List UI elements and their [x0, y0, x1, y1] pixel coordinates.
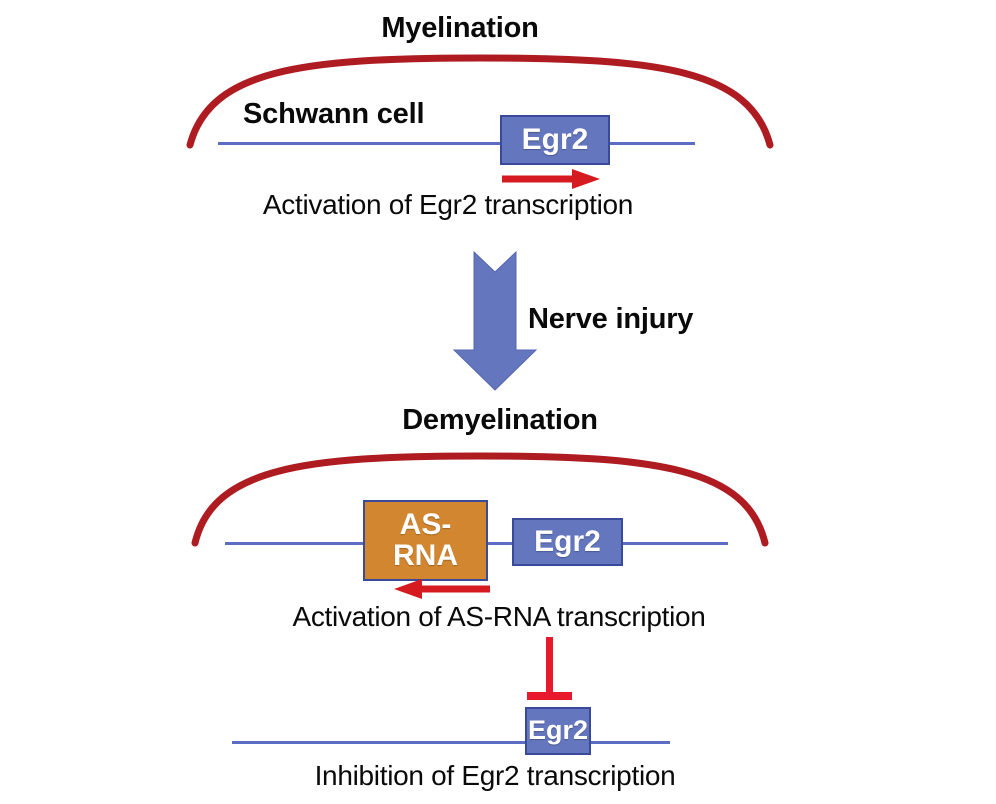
nerve-injury-arrow: [452, 250, 538, 391]
demyelination-caption: Activation of AS-RNA transcription: [292, 601, 706, 632]
demyelination-title: Demyelination: [402, 404, 598, 436]
as-rna-label-line1: AS-: [399, 507, 452, 541]
gene-box-egr2-myelination: Egr2: [500, 115, 610, 165]
inhibition-bar-icon: [527, 692, 572, 700]
myelin-sheath-arc-bottom: [191, 452, 769, 547]
as-rna-label-line2: RNA: [393, 538, 458, 572]
gene-box-egr2-inhibited: Egr2: [525, 707, 591, 755]
dna-backbone-top: [218, 142, 695, 145]
nerve-injury-label: Nerve injury: [528, 303, 694, 335]
myelination-title: Myelination: [381, 12, 539, 44]
gene-box-egr2-demyelination: Egr2: [512, 518, 623, 566]
transcription-arrow-right: [502, 169, 600, 189]
inhibition-caption: Inhibition of Egr2 transcription: [314, 760, 676, 791]
gene-box-as-rna: AS- RNA: [363, 500, 488, 581]
transcription-arrow-left: [394, 579, 490, 599]
dna-backbone-inhibition: [232, 741, 670, 744]
schwann-cell-label: Schwann cell: [243, 98, 425, 130]
inhibition-stem-icon: [546, 637, 553, 699]
myelin-sheath-arc-top: [186, 54, 774, 149]
myelination-caption: Activation of Egr2 transcription: [262, 189, 634, 220]
